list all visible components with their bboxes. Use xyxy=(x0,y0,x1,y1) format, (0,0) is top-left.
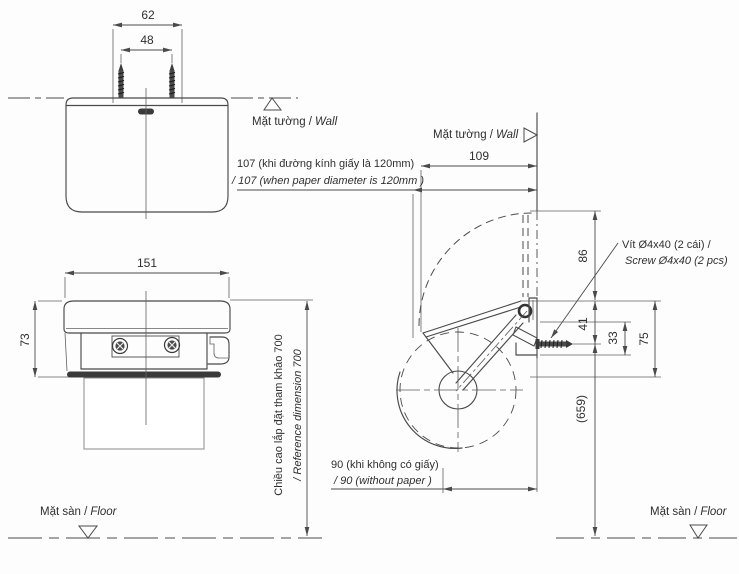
wall-label-left: Mặt tường /Wall xyxy=(252,116,338,128)
wall-label-right: Mặt tường /Wall xyxy=(433,129,519,141)
holder-bottom-edge xyxy=(67,371,221,378)
dim-86-label: 86 xyxy=(576,249,590,263)
dim-33-label: 33 xyxy=(606,331,620,345)
screw-note-en: Screw Ø4x40 (2 pcs) xyxy=(625,255,728,267)
ref-height-label-vn: Chiều cao lắp đặt tham khảo 700 xyxy=(272,334,285,495)
floor-label-right: Mặt sàn /Floor xyxy=(650,506,728,518)
floor-label-left: Mặt sàn /Floor xyxy=(40,506,118,518)
front-screw-left xyxy=(111,337,129,355)
floor-datum-icon xyxy=(78,525,98,539)
dim-151-label: 151 xyxy=(137,256,157,270)
dim-75-label: 75 xyxy=(637,332,651,346)
floor-right: Mặt sàn /Floor xyxy=(556,506,737,539)
side-view: Mặt tường /Wall 109 107 (khi đường kính … xyxy=(231,112,728,536)
screw-note-vn: Vít Ø4x40 (2 cái) / xyxy=(622,239,712,251)
holder-body-top-view xyxy=(65,97,229,213)
dim-109-label: 109 xyxy=(469,149,489,163)
wall-datum-icon xyxy=(523,127,539,143)
floor-datum-icon xyxy=(689,524,708,539)
note-107-vn: 107 (khi đường kính giấy là 120mm) xyxy=(237,158,414,170)
note-107-en: / 107 (when paper diameter is 120mm ) xyxy=(231,175,424,187)
mounting-screw-right xyxy=(168,63,176,98)
wall-datum-icon xyxy=(263,97,282,111)
dim-48-label: 48 xyxy=(140,33,154,47)
roll-spindle-hook xyxy=(207,336,230,365)
top-view: 62 48 xyxy=(8,8,338,219)
note-90-vn: 90 (khi không có giấy) xyxy=(331,459,439,471)
dim-659-label: (659) xyxy=(574,395,588,423)
front-screw-right xyxy=(163,336,181,354)
floor-left: Mặt sàn /Floor xyxy=(8,506,322,539)
front-view: 151 73 xyxy=(18,256,313,536)
hinge-pin xyxy=(517,303,533,319)
mounting-screw-left xyxy=(117,63,125,98)
dim-62-label: 62 xyxy=(141,8,155,22)
note-90-en: / 90 (without paper ) xyxy=(333,475,432,487)
screw-side-view xyxy=(535,339,573,349)
dim-41-label: 41 xyxy=(576,317,590,331)
lid-side-profile xyxy=(422,300,525,374)
ref-height-label-en: / Reference dimension 700 xyxy=(292,348,304,481)
holder-lid-front-view xyxy=(63,300,231,334)
paper-sheet xyxy=(83,377,205,450)
dim-73-label: 73 xyxy=(18,333,32,347)
paper-roll xyxy=(396,328,523,452)
